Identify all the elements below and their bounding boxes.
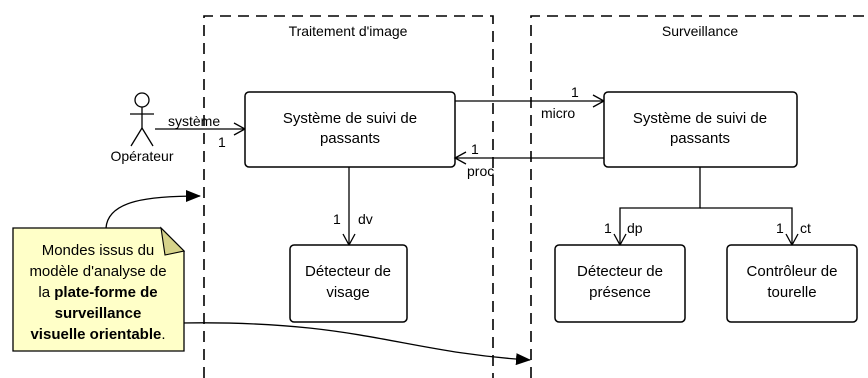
box-suivi-right-line2: passants — [670, 130, 730, 147]
edge-dp-role: dp — [627, 220, 643, 236]
note-line2: modèle d'analyse de — [29, 263, 166, 280]
box-suivi-left-line2: passants — [320, 130, 380, 147]
note-mondes: Mondes issus du modèle d'analyse de la p… — [12, 226, 186, 352]
edge-proc: 1 proc — [453, 141, 604, 179]
region-title-surveillance: Surveillance — [662, 23, 738, 39]
note-connector-bottom — [179, 322, 531, 366]
box-tourelle-line1: Contrôleur de — [747, 263, 838, 280]
box-controleur-tourelle: Contrôleur de tourelle — [726, 244, 858, 323]
edge-systeme-mult: 1 — [218, 134, 226, 150]
edge-proc-role: proc — [467, 163, 494, 179]
note-connector-top — [105, 190, 201, 229]
actor-operateur: Opérateur — [110, 92, 174, 164]
edge-dv: 1 dv — [333, 167, 373, 247]
note-line3-prefix: la — [38, 284, 54, 301]
box-suivi-right-line1: Système de suivi de — [633, 110, 767, 127]
box-suivi-left-line1: Système de suivi de — [283, 110, 417, 127]
edge-dv-role: dv — [358, 211, 373, 227]
note-fold-icon — [160, 226, 186, 256]
edge-dp-mult: 1 — [604, 220, 612, 236]
box-detecteur-visage: Détecteur de visage — [289, 244, 408, 323]
box-suivi-passants-right: Système de suivi de passants — [603, 91, 798, 168]
edge-micro-mult: 1 — [571, 84, 579, 100]
box-visage-line2: visage — [326, 284, 369, 301]
note-line3: la plate-forme de — [38, 284, 157, 301]
box-detecteur-presence: Détecteur de présence — [554, 244, 686, 323]
box-visage-line1: Détecteur de — [305, 263, 391, 280]
box-presence-line1: Détecteur de — [577, 263, 663, 280]
note-line5: visuelle orientable. — [30, 326, 165, 343]
note-line4: surveillance — [55, 305, 142, 322]
region-traitement-image: Traitement d'image — [203, 15, 494, 378]
edge-dv-mult: 1 — [333, 211, 341, 227]
note-line1: Mondes issus du — [42, 242, 155, 259]
note-line3-bold: plate-forme de — [54, 284, 157, 301]
edge-ct: 1 ct — [700, 207, 811, 247]
actor-label: Opérateur — [110, 148, 173, 164]
edge-micro: 1 micro — [455, 84, 606, 121]
note-line5-bold: visuelle orientable — [30, 326, 161, 343]
edge-systeme-role: système — [168, 113, 220, 129]
box-presence-line2: présence — [589, 284, 651, 301]
note-line5-suffix: . — [161, 326, 165, 343]
edge-micro-role: micro — [541, 105, 575, 121]
region-surveillance: Surveillance — [530, 15, 868, 378]
edge-dp: 1 dp — [604, 167, 701, 247]
box-suivi-passants-left: Système de suivi de passants — [244, 91, 456, 168]
edge-systeme: système 1 — [155, 113, 247, 150]
edge-ct-mult: 1 — [776, 220, 784, 236]
actor-head-icon — [134, 92, 150, 108]
edge-proc-mult: 1 — [471, 141, 479, 157]
region-title-traitement: Traitement d'image — [289, 23, 408, 39]
note-body — [12, 227, 185, 352]
edge-ct-role: ct — [800, 220, 811, 236]
box-tourelle-line2: tourelle — [767, 284, 816, 301]
